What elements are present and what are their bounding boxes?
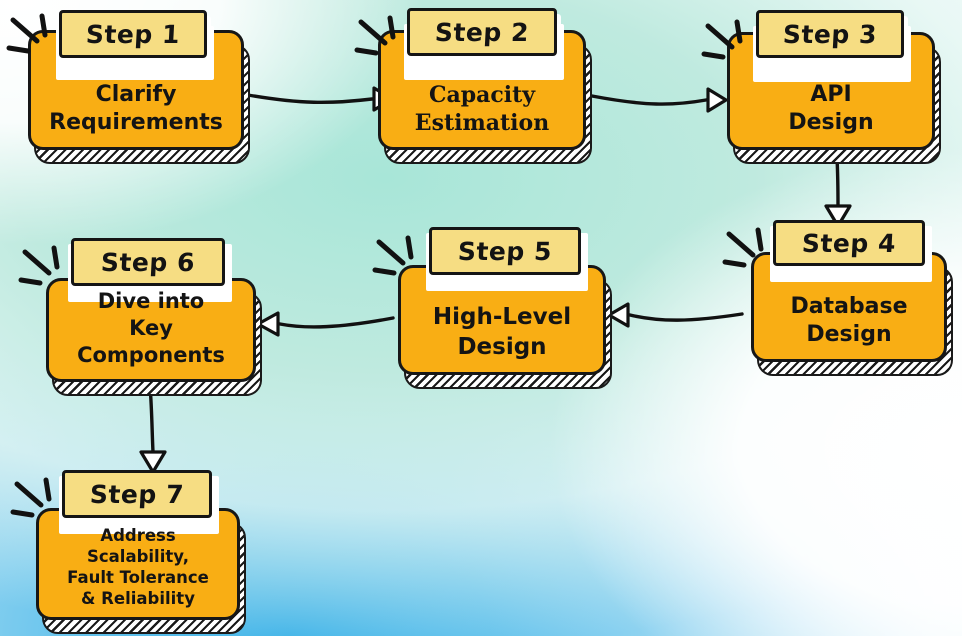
caption-line: Fault Tolerance: [67, 567, 209, 587]
caption-line: Design: [806, 321, 892, 347]
step-tab[interactable]: Step 5: [429, 227, 581, 275]
connector-step3-step4: [824, 156, 852, 228]
caption-line: High-Level: [432, 304, 572, 331]
card-body: Dive into Key Components: [46, 278, 256, 382]
caption-line: Dive into: [97, 289, 205, 314]
caption-line: Clarify: [95, 81, 177, 107]
step-tab[interactable]: Step 7: [62, 470, 212, 518]
card-caption: Database Design: [754, 293, 944, 349]
card-caption: Address Scalability, Fault Tolerance & R…: [39, 525, 237, 609]
connector-step2-step3: [590, 87, 728, 113]
caption-line: Database: [790, 293, 908, 319]
step-tab-label: Step 5: [457, 236, 553, 266]
caption-line: API: [810, 81, 852, 107]
card-caption: Capacity Estimation: [381, 81, 583, 137]
step-card-6[interactable]: Dive into Key Components Step 6: [18, 238, 262, 396]
step-card-2[interactable]: Capacity Estimation Step 2: [354, 8, 592, 164]
connector-step4-step5: [607, 302, 744, 328]
step-card-1[interactable]: Clarify Requirements Step 1: [6, 10, 250, 164]
step-tab-label: Step 2: [434, 17, 530, 47]
step-tab[interactable]: Step 4: [773, 220, 925, 266]
card-caption: High-Level Design: [401, 303, 603, 362]
step-card-4[interactable]: Database Design Step 4: [722, 220, 953, 376]
step-tab[interactable]: Step 1: [59, 10, 207, 58]
caption-line: Design: [457, 333, 547, 360]
caption-line: & Reliability: [81, 588, 195, 608]
step-tab[interactable]: Step 6: [71, 238, 225, 286]
caption-line: Design: [788, 109, 874, 135]
connector-step5-step6: [256, 311, 395, 337]
step-tab[interactable]: Step 2: [407, 8, 557, 56]
step-card-3[interactable]: API Design Step 3: [701, 10, 941, 164]
connector-step6-step7: [139, 383, 167, 474]
caption-line: Capacity: [428, 81, 536, 108]
caption-line: Requirements: [49, 109, 223, 135]
step-tab-label: Step 4: [801, 228, 897, 258]
step-tab-label: Step 6: [100, 247, 196, 277]
card-body: Address Scalability, Fault Tolerance & R…: [36, 508, 240, 620]
step-card-5[interactable]: High-Level Design Step 5: [372, 227, 612, 389]
step-tab[interactable]: Step 3: [756, 10, 904, 58]
card-caption: Clarify Requirements: [31, 81, 241, 137]
caption-line: Estimation: [414, 109, 550, 136]
step-card-7[interactable]: Address Scalability, Fault Tolerance & R…: [10, 470, 246, 634]
step-tab-label: Step 7: [89, 479, 185, 509]
card-caption: Dive into Key Components: [49, 288, 253, 369]
step-tab-label: Step 1: [85, 19, 181, 49]
connector-step1-step2: [246, 86, 394, 112]
card-caption: API Design: [730, 81, 932, 137]
caption-line: Key Components: [77, 316, 225, 368]
caption-line: Address Scalability,: [87, 525, 189, 566]
step-tab-label: Step 3: [782, 19, 878, 49]
